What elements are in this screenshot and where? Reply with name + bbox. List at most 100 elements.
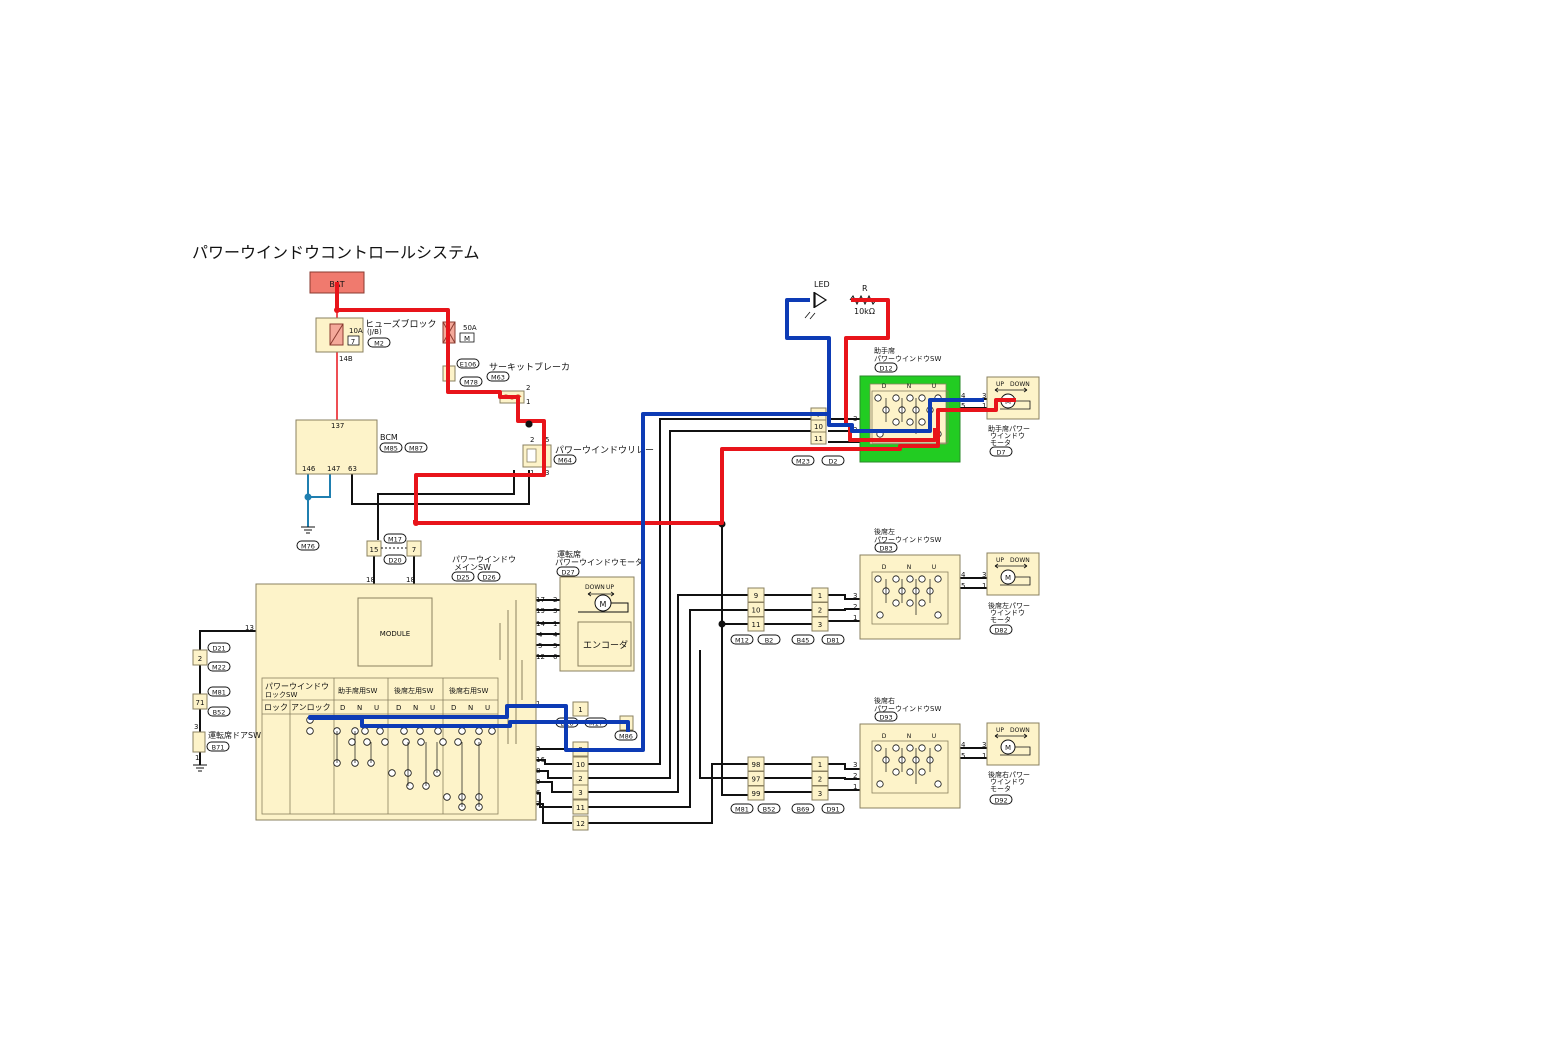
switch-contact (892, 394, 900, 402)
connector-tag-text-d26: D26 (482, 574, 495, 582)
rl-motor-m: M (1005, 574, 1011, 582)
lower-conn-cell (572, 815, 589, 831)
rr-motor-label-1: 後席右パワー (988, 770, 1030, 779)
connector-tag-text-m76: M76 (301, 543, 315, 551)
connector-tag-text-m12: M12 (735, 637, 749, 645)
rear-sw-pin: 3 (853, 761, 857, 769)
sw-hdr-u: U (932, 383, 936, 390)
connector-tag-b2 (757, 634, 781, 645)
connector-71 (192, 693, 208, 710)
cb-pin1: 1 (526, 398, 530, 406)
connector-tag-d21 (207, 642, 231, 653)
matrix-contact (361, 727, 369, 735)
rl-window-sw-label-1: 後席左 (874, 527, 895, 536)
rear-sw-pin: 2 (853, 603, 857, 611)
encoder-block (577, 621, 632, 667)
fuse-slot-label: 7 (351, 338, 355, 346)
lower-conn-pin: 1 (578, 706, 582, 714)
connector-tag-m17 (383, 533, 407, 544)
hdr-d2: D (396, 704, 401, 712)
rr-motor-m: M (1005, 744, 1011, 752)
switch-contact (874, 744, 882, 752)
connector-tag-text-d82: D82 (994, 627, 1007, 635)
unlock-label: アンロック (291, 703, 331, 712)
msw-out-4: 4 (538, 631, 543, 639)
matrix-contact (443, 793, 451, 801)
matrix-contact (488, 727, 496, 735)
connector-tag-text-d83: D83 (879, 545, 892, 553)
hdr-u1: U (374, 704, 379, 712)
connector-tag-m23 (791, 455, 815, 466)
connector-tag-text-m23: M23 (796, 458, 810, 466)
connector-tag-b45 (791, 634, 815, 645)
connector-tag-text-m63: M63 (491, 374, 505, 382)
switch-contact (906, 394, 914, 402)
rear-conn1-pin: 10 (752, 607, 761, 615)
pin-18a: 18 (366, 576, 375, 584)
pin-13: 13 (245, 624, 254, 632)
connector-tag-text-m64: M64 (558, 457, 572, 465)
connector-tag-d92 (989, 794, 1013, 805)
switch-contact (906, 599, 914, 607)
sw-hdr-d: D (882, 383, 887, 390)
bcm-label: BCM (380, 433, 398, 442)
lock-label: ロック (264, 703, 288, 712)
bcm (295, 419, 378, 475)
connector-tag-text-m22: M22 (212, 664, 226, 672)
connector-tag-text-m78: M78 (464, 379, 478, 387)
bcm-pin-137: 137 (331, 422, 344, 430)
door-pin1: 1 (195, 754, 199, 762)
diagram-title: パワーウインドウコントロールシステム (192, 243, 480, 262)
hdr-n3: N (468, 704, 473, 712)
fuse-m-label: M (464, 335, 470, 343)
switch-contact (874, 575, 882, 583)
matrix-contact (454, 738, 462, 746)
rear-motor-pin: 3 (982, 741, 986, 749)
rl-motor-label-2: ウインドウ (990, 609, 1025, 617)
rear-conn1-pin: 97 (752, 776, 761, 784)
matrix-contact (376, 727, 384, 735)
connector-tag-m63 (486, 371, 510, 382)
connector-tag-text-d20: D20 (388, 557, 401, 565)
connector-tag-m2 (367, 337, 391, 348)
ps-conn-pin: 10 (814, 423, 823, 431)
connector-tag-m76 (296, 540, 320, 551)
connector-2-label: 2 (198, 655, 202, 663)
red-power-wire (335, 282, 1016, 525)
ps-motor-up: UP (996, 381, 1004, 388)
msw-out-19: 19 (536, 607, 545, 615)
switch-contact (918, 768, 926, 776)
connector-tag-text-b69: B69 (797, 806, 810, 814)
connector-tag-text-b45: B45 (797, 637, 810, 645)
sw-hdr-n: N (907, 733, 912, 740)
lp-9: 9 (536, 778, 540, 786)
lower-conn-pin: 12 (576, 820, 585, 828)
rear-motor-pin: 5 (961, 582, 965, 590)
ps-motor-label-2: ウインドウ (990, 432, 1025, 440)
connector-tag-text-b52: B52 (213, 709, 226, 717)
connector-tag-text-b2: B2 (765, 637, 774, 645)
connector-tag-text-m86: M86 (619, 733, 633, 741)
rl-motor-label-3: モータ (990, 615, 1011, 624)
lock-sw-label-2: ロックSW (265, 691, 297, 699)
rear-conn1-cell (747, 785, 765, 801)
lock-switch-matrix (261, 677, 499, 815)
resistor-value: 10kΩ (854, 307, 875, 316)
connector-tag-d2 (821, 455, 845, 466)
rear-right-window-switch (859, 723, 961, 809)
matrix-contact (475, 727, 483, 735)
relay-label: パワーウインドウリレー (555, 445, 654, 456)
connector-tag-text-d25: D25 (456, 574, 469, 582)
dm-down: DOWN (585, 584, 605, 591)
connector-tag-d82 (989, 624, 1013, 635)
rear-conn2-pin: 2 (818, 776, 822, 784)
connector-tag-b71 (206, 741, 230, 752)
door-switch (192, 731, 206, 753)
connector-tag-m81 (207, 686, 231, 697)
relay-pin5: 5 (545, 436, 549, 444)
main-sw-label-1: パワーウインドウ (452, 555, 516, 564)
connector-tag-d83 (874, 542, 898, 553)
sw-hdr-u: U (932, 733, 936, 740)
